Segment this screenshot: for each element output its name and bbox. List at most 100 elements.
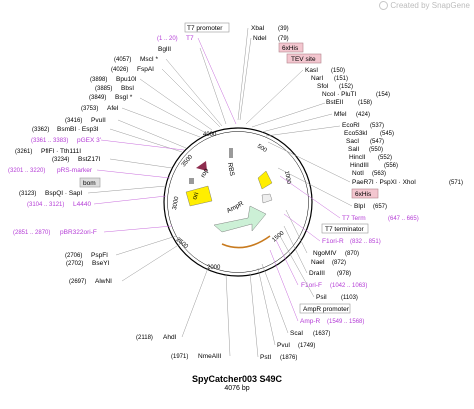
site-bsteii[interactable]: BstEII [326, 99, 344, 106]
site-eco53ki[interactable]: Eco53kI [344, 130, 368, 137]
site-afei[interactable]: AfeI [107, 105, 119, 112]
tick-label: 3000 [172, 196, 180, 211]
tick-label: 2000 [207, 265, 221, 271]
site-pflfi-tth111i[interactable]: PflFI · Tth111I [41, 148, 81, 155]
snapgene-logo-icon [379, 1, 389, 11]
site-pos: (571) [449, 180, 463, 186]
primer-pos: (1042 .. 1063) [330, 283, 367, 289]
tick-label: 500 [256, 144, 268, 155]
tick-label: 1000 [283, 170, 291, 185]
bom-label[interactable]: bom [83, 180, 96, 187]
primer-amp-r[interactable]: Amp-R [300, 318, 321, 325]
site-bspqi-sapi[interactable]: BspQI · SapI [45, 190, 82, 197]
site-pos: (545) [380, 131, 394, 137]
site-ngomiv[interactable]: NgoMIV [313, 250, 337, 257]
site-xbai[interactable]: XbaI [251, 25, 265, 32]
site-msci[interactable]: MscI * [140, 56, 159, 63]
site-bsmbi-esp3i[interactable]: BsmBI · Esp3I [57, 126, 99, 133]
site-kasi[interactable]: KasI [305, 67, 318, 74]
tag-6xhis[interactable]: 6xHis [282, 45, 299, 52]
site-nari[interactable]: NarI [311, 75, 323, 82]
t7-promoter[interactable]: T7 promoter [187, 25, 223, 32]
site-naei[interactable]: NaeI [311, 259, 325, 266]
ampr-feature [213, 205, 267, 233]
site-psti[interactable]: PstI [260, 354, 271, 361]
primer-f1ori-f[interactable]: F1ori-F [301, 282, 322, 289]
rop-feature [196, 161, 207, 171]
site-psii[interactable]: PsiI [316, 294, 327, 301]
primer-t7[interactable]: T7 [186, 35, 194, 42]
site-pos: (150) [331, 68, 345, 74]
site-sfoi[interactable]: SfoI [317, 83, 329, 90]
site-pos: (870) [345, 251, 359, 257]
tag-tev[interactable]: TEV site [291, 56, 316, 63]
t7-terminator[interactable]: T7 terminator [325, 226, 364, 233]
site-pvui[interactable]: PvuI [277, 342, 290, 349]
site-bpu10i[interactable]: Bpu10I [116, 76, 137, 83]
primer-l4440[interactable]: L4440 [73, 201, 91, 208]
site-pos: (3362) [32, 127, 49, 133]
site-ncoi-pluti[interactable]: NcoI · PluTI [322, 91, 357, 98]
leader-lines [87, 27, 353, 358]
tag-6xhis-c[interactable]: 6xHis [355, 191, 372, 198]
site-bstz17i[interactable]: BstZ17I [78, 156, 101, 163]
tick-label: 3500 [181, 154, 195, 169]
site-nmeaiii[interactable]: NmeAIII [198, 353, 222, 360]
site-bsgi[interactable]: BsgI * [115, 94, 133, 101]
site-pvuii[interactable]: PvuII [91, 117, 106, 124]
primer-arc [221, 235, 271, 249]
site-pos: (1876) [280, 355, 297, 361]
site-pos: (3849) [89, 95, 106, 101]
site-bseyi[interactable]: BseYI [92, 260, 110, 267]
site-pos: (3753) [81, 106, 98, 112]
site-pos: (151) [334, 76, 348, 82]
site-mfei[interactable]: MfeI [334, 111, 347, 118]
site-scai[interactable]: ScaI [290, 330, 303, 337]
site-saci[interactable]: SacI [346, 138, 359, 145]
primer-t7-term[interactable]: T7 Term [342, 215, 366, 222]
site-pos: (657) [373, 204, 387, 210]
site-draiii[interactable]: DraIII [309, 270, 325, 277]
site-bglii[interactable]: BglII [158, 46, 171, 53]
site-pos: (3261) [15, 149, 32, 155]
site-blpi[interactable]: BlpI [354, 203, 365, 210]
tag-6xhis-c-box [351, 188, 379, 199]
plasmid-backbone-inner [167, 131, 309, 273]
site-pos: (3123) [19, 191, 36, 197]
site-noti[interactable]: NotI [352, 170, 364, 177]
site-bbsi[interactable]: BbsI [121, 85, 134, 92]
site-pos: (1749) [298, 343, 315, 349]
t7-terminator-box [321, 223, 369, 234]
ampr-label: AmpR [226, 200, 246, 215]
tag-tev-box [286, 53, 322, 64]
site-ahdi[interactable]: AhdI [163, 334, 177, 341]
site-ndei[interactable]: NdeI [253, 35, 267, 42]
site-sali[interactable]: SalI [348, 146, 359, 153]
primer-f1ori-r[interactable]: F1ori-R [322, 238, 344, 245]
site-pos: (4026) [111, 67, 128, 73]
site-pos: (4057) [114, 57, 131, 63]
site-pos: (424) [356, 112, 370, 118]
ampr-promoter[interactable]: AmpR promoter [303, 306, 350, 313]
site-ecori[interactable]: EcoRI [342, 122, 360, 129]
ampr-promoter-box [299, 303, 351, 314]
site-pspfi[interactable]: PspFI [91, 252, 108, 259]
snapgene-watermark: Created by SnapGene [379, 1, 470, 11]
site-pos: (537) [370, 123, 384, 129]
primer-pgex3[interactable]: pGEX 3' [77, 137, 101, 144]
primer-prs-marker[interactable]: pRS-marker [57, 167, 93, 174]
tick-label: 1500 [271, 230, 286, 244]
site-hindiii[interactable]: HindIII [350, 162, 369, 169]
primer-pos: (3104 .. 3121) [27, 202, 64, 208]
primer-pos: (3361 .. 3383) [31, 138, 68, 144]
site-pos: (3234) [52, 157, 69, 163]
site-alwni[interactable]: AlwNI [95, 278, 112, 285]
site-hincii[interactable]: HincII [349, 154, 366, 161]
primer-pbr322ori-f[interactable]: pBR322ori-F [60, 229, 97, 236]
site-paer7i-pspxi-xhoi[interactable]: PaeR7I · PspXI · XhoI [352, 179, 416, 186]
promoter-feature [261, 193, 273, 204]
site-pos: (1637) [313, 331, 330, 337]
site-fspai[interactable]: FspAI [137, 66, 154, 73]
bom-box [79, 177, 101, 188]
tag-6xhis-box [278, 42, 304, 53]
